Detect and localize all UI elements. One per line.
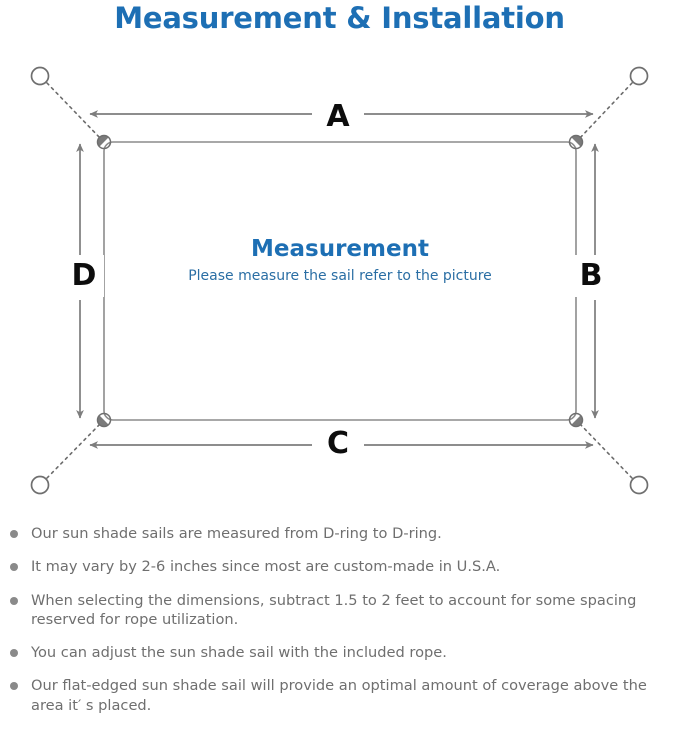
list-item: Our flat-edged sun shade sail will provi… — [0, 676, 679, 715]
anchor-rings — [30, 66, 649, 495]
rope-top-left — [46, 82, 102, 140]
bullet-icon — [10, 649, 18, 657]
sail-caption-headline: Measurement — [251, 236, 429, 262]
rope-lines — [46, 82, 633, 479]
anchor-ring-bottom-left — [30, 475, 50, 495]
dimension-arrows — [76, 110, 599, 449]
rope-bottom-left — [46, 422, 102, 479]
list-item-text: Our sun shade sails are measured from D-… — [31, 525, 442, 542]
bullet-icon — [10, 563, 18, 572]
d-ring-top-left — [96, 134, 112, 150]
anchor-ring-bottom-right — [629, 475, 649, 495]
dimension-label-b: B — [571, 255, 611, 297]
list-item: When selecting the dimensions, subtract … — [0, 591, 679, 630]
page-title: Measurement & Installation — [114, 1, 565, 35]
bullet-icon — [10, 596, 18, 605]
d-ring-bottom-left — [96, 412, 112, 428]
list-item-text: Our flat-edged sun shade sail will provi… — [31, 677, 647, 714]
list-item: It may vary by 2-6 inches since most are… — [0, 557, 679, 576]
sail-caption: Measurement Please measure the sail refe… — [119, 236, 561, 284]
d-ring-top-right — [568, 134, 584, 150]
dimension-label-c: C — [312, 426, 364, 462]
rope-top-right — [578, 82, 633, 140]
anchor-ring-top-left — [30, 66, 50, 86]
notes-list: Our sun shade sails are measured from D-… — [0, 524, 679, 715]
list-item-text: You can adjust the sun shade sail with t… — [31, 644, 447, 661]
diagram-canvas — [30, 66, 649, 495]
rope-bottom-right — [578, 422, 633, 479]
d-ring-bottom-right — [568, 412, 584, 428]
list-item-text: It may vary by 2-6 inches since most are… — [31, 558, 501, 576]
sail-d-rings — [96, 134, 584, 428]
list-item: You can adjust the sun shade sail with t… — [0, 643, 679, 662]
sail-caption-subtext: Please measure the sail refer to the pic… — [188, 267, 492, 284]
dimension-label-d: D — [64, 255, 104, 297]
list-item: Our sun shade sails are measured from D-… — [0, 524, 679, 543]
list-item-text: When selecting the dimensions, subtract … — [31, 591, 637, 628]
bullet-icon — [10, 530, 18, 538]
bullet-icon — [10, 682, 18, 691]
sail-measurement-diagram: A B C D Measurement Please measure the s… — [0, 44, 679, 514]
dimension-label-a: A — [312, 99, 364, 135]
anchor-ring-top-right — [629, 66, 649, 86]
